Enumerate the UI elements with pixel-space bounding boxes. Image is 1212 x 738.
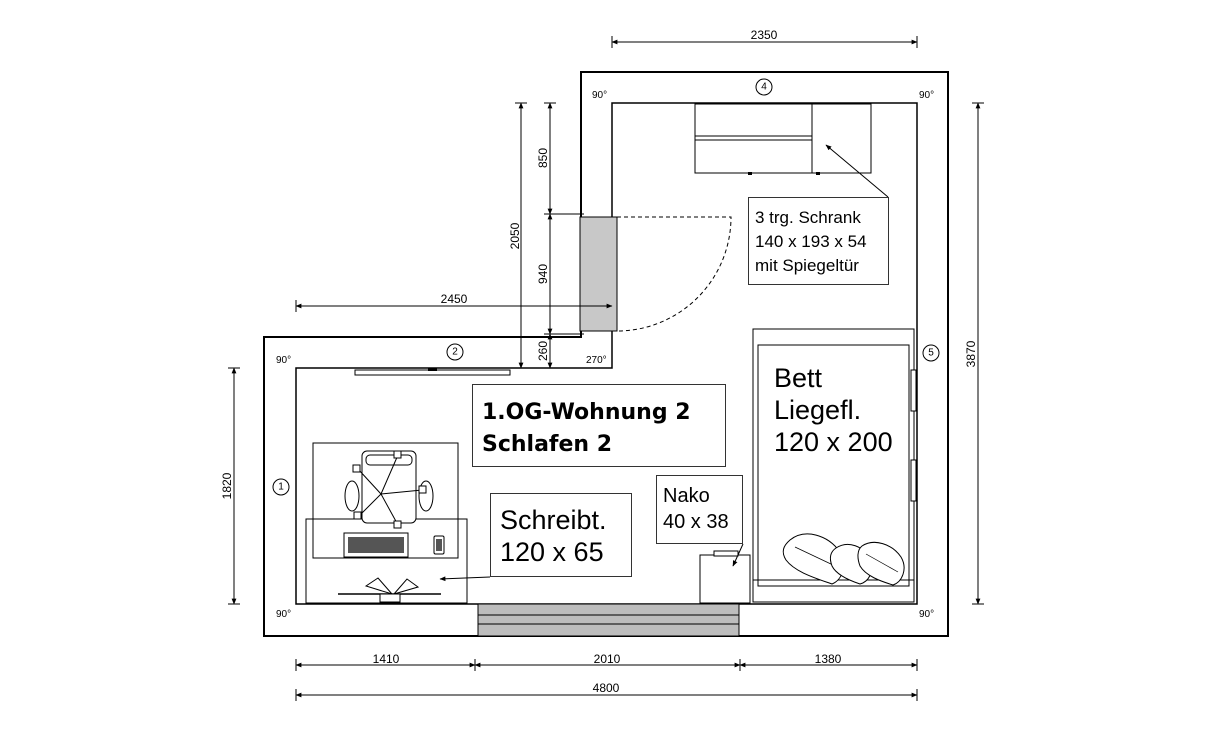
- svg-text:4: 4: [761, 82, 767, 93]
- desk-label-box: Schreibt. 120 x 65: [490, 493, 632, 577]
- svg-text:1380: 1380: [815, 652, 842, 666]
- desk-drawing: [305, 442, 468, 604]
- door-leaf: [579, 216, 618, 332]
- wall-number-1: 1: [272, 478, 290, 496]
- svg-text:2050: 2050: [508, 222, 522, 249]
- nightstand-label: Nako: [663, 485, 710, 507]
- svg-text:1410: 1410: [373, 652, 400, 666]
- dimension-right-wall: 3870: [964, 102, 984, 605]
- wardrobe-note: mit Spiegeltür: [755, 256, 859, 275]
- nightstand-leader-line: [732, 543, 744, 567]
- angle-inner-corner: 270°: [586, 355, 607, 366]
- wardrobe-label: 3 trg. Schrank: [755, 208, 861, 227]
- desk-leader-line: [439, 576, 491, 582]
- svg-text:2010: 2010: [594, 652, 621, 666]
- nightstand-size: 40 x 38: [663, 511, 729, 533]
- wardrobe-leader-line: [825, 144, 889, 198]
- svg-text:3870: 3870: [964, 340, 978, 367]
- chair-icon: [361, 450, 417, 524]
- svg-text:1820: 1820: [220, 472, 234, 499]
- dimension-left-wall: 1820: [220, 367, 240, 605]
- room-subtitle: Schlafen 2: [482, 432, 613, 457]
- room-title: 1.OG-Wohnung 2: [482, 400, 691, 425]
- svg-text:2350: 2350: [751, 28, 778, 42]
- desk-size: 120 x 65: [500, 537, 604, 567]
- bed-label-group: Bett Liegefl. 120 x 200: [774, 362, 893, 458]
- svg-text:4800: 4800: [593, 681, 620, 695]
- angle-bottom-right: 90°: [919, 609, 934, 620]
- nightstand-label-box: Nako 40 x 38: [656, 475, 743, 544]
- svg-text:2: 2: [452, 347, 458, 358]
- svg-text:2450: 2450: [441, 292, 468, 306]
- wall-number-5: 5: [922, 344, 940, 362]
- angle-inner-left: 90°: [276, 355, 291, 366]
- wardrobe-drawing: [694, 103, 872, 175]
- nightstand-drawing: [699, 554, 751, 604]
- bed-size: 120 x 200: [774, 427, 893, 457]
- svg-text:1: 1: [278, 482, 284, 493]
- svg-text:850: 850: [536, 148, 550, 168]
- dimension-top-width: 2350: [611, 28, 918, 48]
- svg-text:940: 940: [536, 264, 550, 284]
- wardrobe-label-box: 3 trg. Schrank 140 x 193 x 54 mit Spiege…: [748, 197, 889, 285]
- bed-sublabel: Liegefl.: [774, 395, 862, 425]
- dimension-left-recess: 2450: [295, 292, 613, 312]
- dimension-bottom-chain: 1410 2010 1380: [295, 652, 918, 671]
- wall-number-4: 4: [755, 78, 773, 96]
- dimension-chain-vertical: 850 940 260: [536, 102, 584, 369]
- dimension-left-height-total: 2050: [508, 102, 527, 369]
- desk-label: Schreibt.: [500, 505, 607, 535]
- bed-drawing: [752, 328, 917, 603]
- svg-text:260: 260: [536, 341, 550, 361]
- bed-label: Bett: [774, 363, 823, 393]
- wardrobe-size: 140 x 193 x 54: [755, 232, 867, 251]
- door-swing-arc: [616, 216, 732, 332]
- angle-top-left: 90°: [592, 90, 607, 101]
- room-title-box: 1.OG-Wohnung 2 Schlafen 2: [472, 384, 726, 467]
- angle-bottom-left: 90°: [276, 609, 291, 620]
- wall-number-2: 2: [446, 343, 464, 361]
- bottom-window: [477, 603, 740, 637]
- svg-text:5: 5: [928, 348, 934, 359]
- angle-top-right: 90°: [919, 90, 934, 101]
- dimension-bottom-total: 4800: [295, 681, 918, 701]
